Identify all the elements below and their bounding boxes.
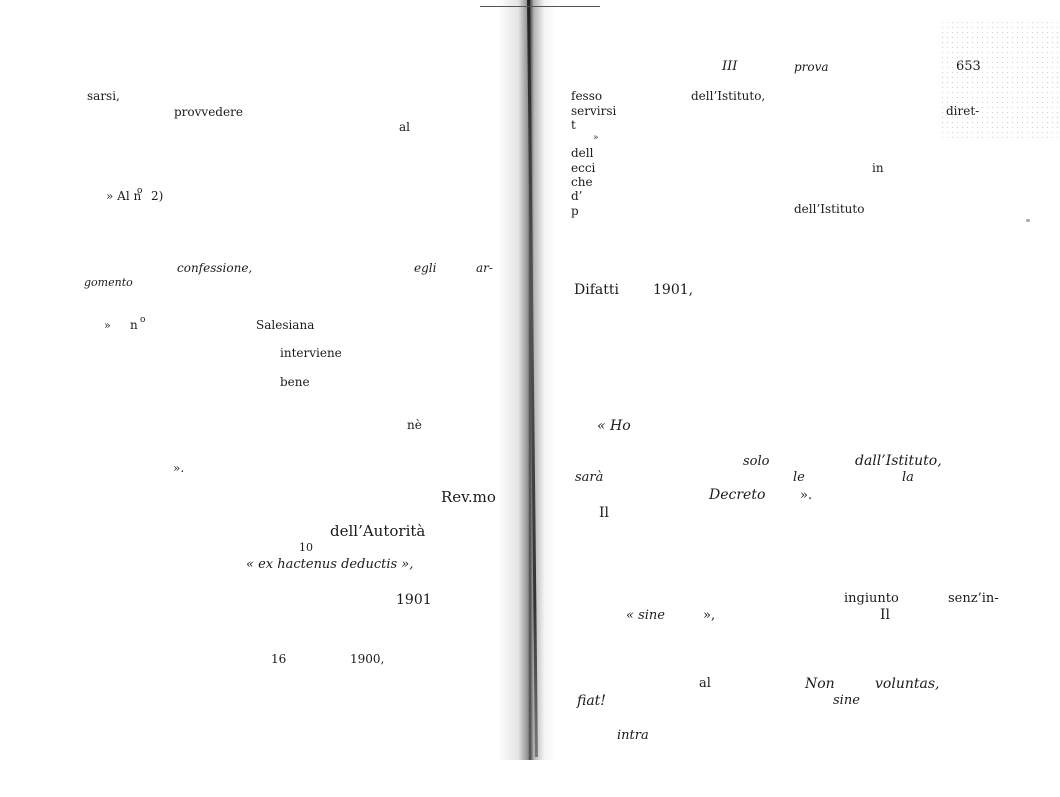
text-fragment: dall’Istituto,	[855, 453, 942, 469]
text-fragment: voluntas,	[875, 676, 940, 692]
text-fragment: interviene	[280, 346, 342, 360]
text-fragment: »	[593, 133, 599, 143]
text-fragment: ar-	[476, 261, 493, 275]
scan-speck	[1026, 219, 1030, 222]
right-page: III prova 653 fesso dell’Istituto, servi…	[530, 0, 1060, 797]
text-fragment: 2)	[151, 189, 164, 203]
text-fragment: al	[399, 120, 410, 134]
text-fragment: 1901	[396, 592, 432, 608]
text-fragment: le	[793, 470, 805, 485]
text-fragment: sarà	[575, 470, 604, 485]
text-fragment: « sine	[626, 608, 665, 623]
text-fragment: n	[130, 318, 138, 332]
book-gutter-shadow	[498, 0, 556, 760]
text-fragment: dell	[571, 146, 594, 160]
text-fragment: servirsi	[571, 104, 617, 118]
text-fragment: dell’Autorità	[330, 522, 426, 540]
text-fragment: intra	[617, 728, 649, 743]
text-fragment: Difatti	[574, 282, 619, 298]
running-head-chapter: III	[722, 59, 738, 74]
text-fragment: ingiunto	[844, 591, 899, 606]
text-fragment: 16	[271, 652, 287, 666]
text-fragment: Il	[599, 505, 610, 521]
text-fragment: d’	[571, 189, 583, 203]
text-fragment: che	[571, 175, 593, 189]
text-fragment: nè	[407, 418, 422, 432]
text-fragment: ».	[173, 461, 185, 475]
text-fragment: t	[571, 118, 576, 132]
text-fragment: ».	[800, 488, 813, 503]
text-fragment: Salesiana	[256, 318, 315, 332]
text-fragment: la	[902, 470, 914, 485]
scan-noise	[940, 20, 1060, 140]
text-fragment: Non	[805, 676, 835, 692]
running-head-title: prova	[794, 60, 829, 74]
text-fragment: sarsi,	[87, 89, 120, 103]
text-fragment: gomento	[84, 276, 133, 289]
text-fragment: ecci	[571, 161, 596, 175]
text-fragment: p	[571, 204, 579, 218]
text-fragment: solo	[743, 454, 770, 469]
text-fragment: »	[104, 319, 111, 332]
top-rule	[480, 6, 600, 7]
text-fragment: in	[872, 161, 884, 175]
page-number: 653	[956, 59, 981, 74]
left-page: sarsi, provvedere al » Al n o 2) confess…	[84, 89, 496, 666]
text-fragment: confessione,	[177, 261, 253, 275]
text-fragment: dell’Istituto,	[691, 89, 766, 103]
text-fragment: 10	[299, 541, 313, 554]
text-fragment: bene	[280, 375, 310, 389]
text-fragment: senz’in-	[948, 591, 999, 606]
superscript: o	[137, 186, 143, 196]
text-fragment: Decreto	[709, 487, 766, 503]
text-fragment: « Ho	[597, 418, 631, 434]
text-fragment: al	[699, 676, 711, 691]
text-fragment: Il	[880, 607, 891, 623]
text-fragment: provvedere	[174, 105, 243, 119]
text-fragment: dell’Istituto	[794, 202, 865, 216]
text-fragment: diret-	[946, 104, 980, 118]
text-fragment: 1901,	[653, 282, 694, 298]
text-fragment: »,	[703, 608, 716, 623]
text-fragment: egli	[414, 261, 437, 275]
text-fragment: Rev.mo	[441, 488, 496, 506]
text-fragment: fiat!	[577, 693, 606, 709]
text-fragment: » Al n	[106, 189, 142, 203]
text-fragment: 1900,	[350, 652, 385, 666]
text-fragment: fesso	[571, 89, 603, 103]
text-fragment: « ex hactenus deductis »,	[246, 557, 414, 572]
superscript: o	[140, 315, 146, 325]
text-fragment: sine	[833, 693, 860, 708]
